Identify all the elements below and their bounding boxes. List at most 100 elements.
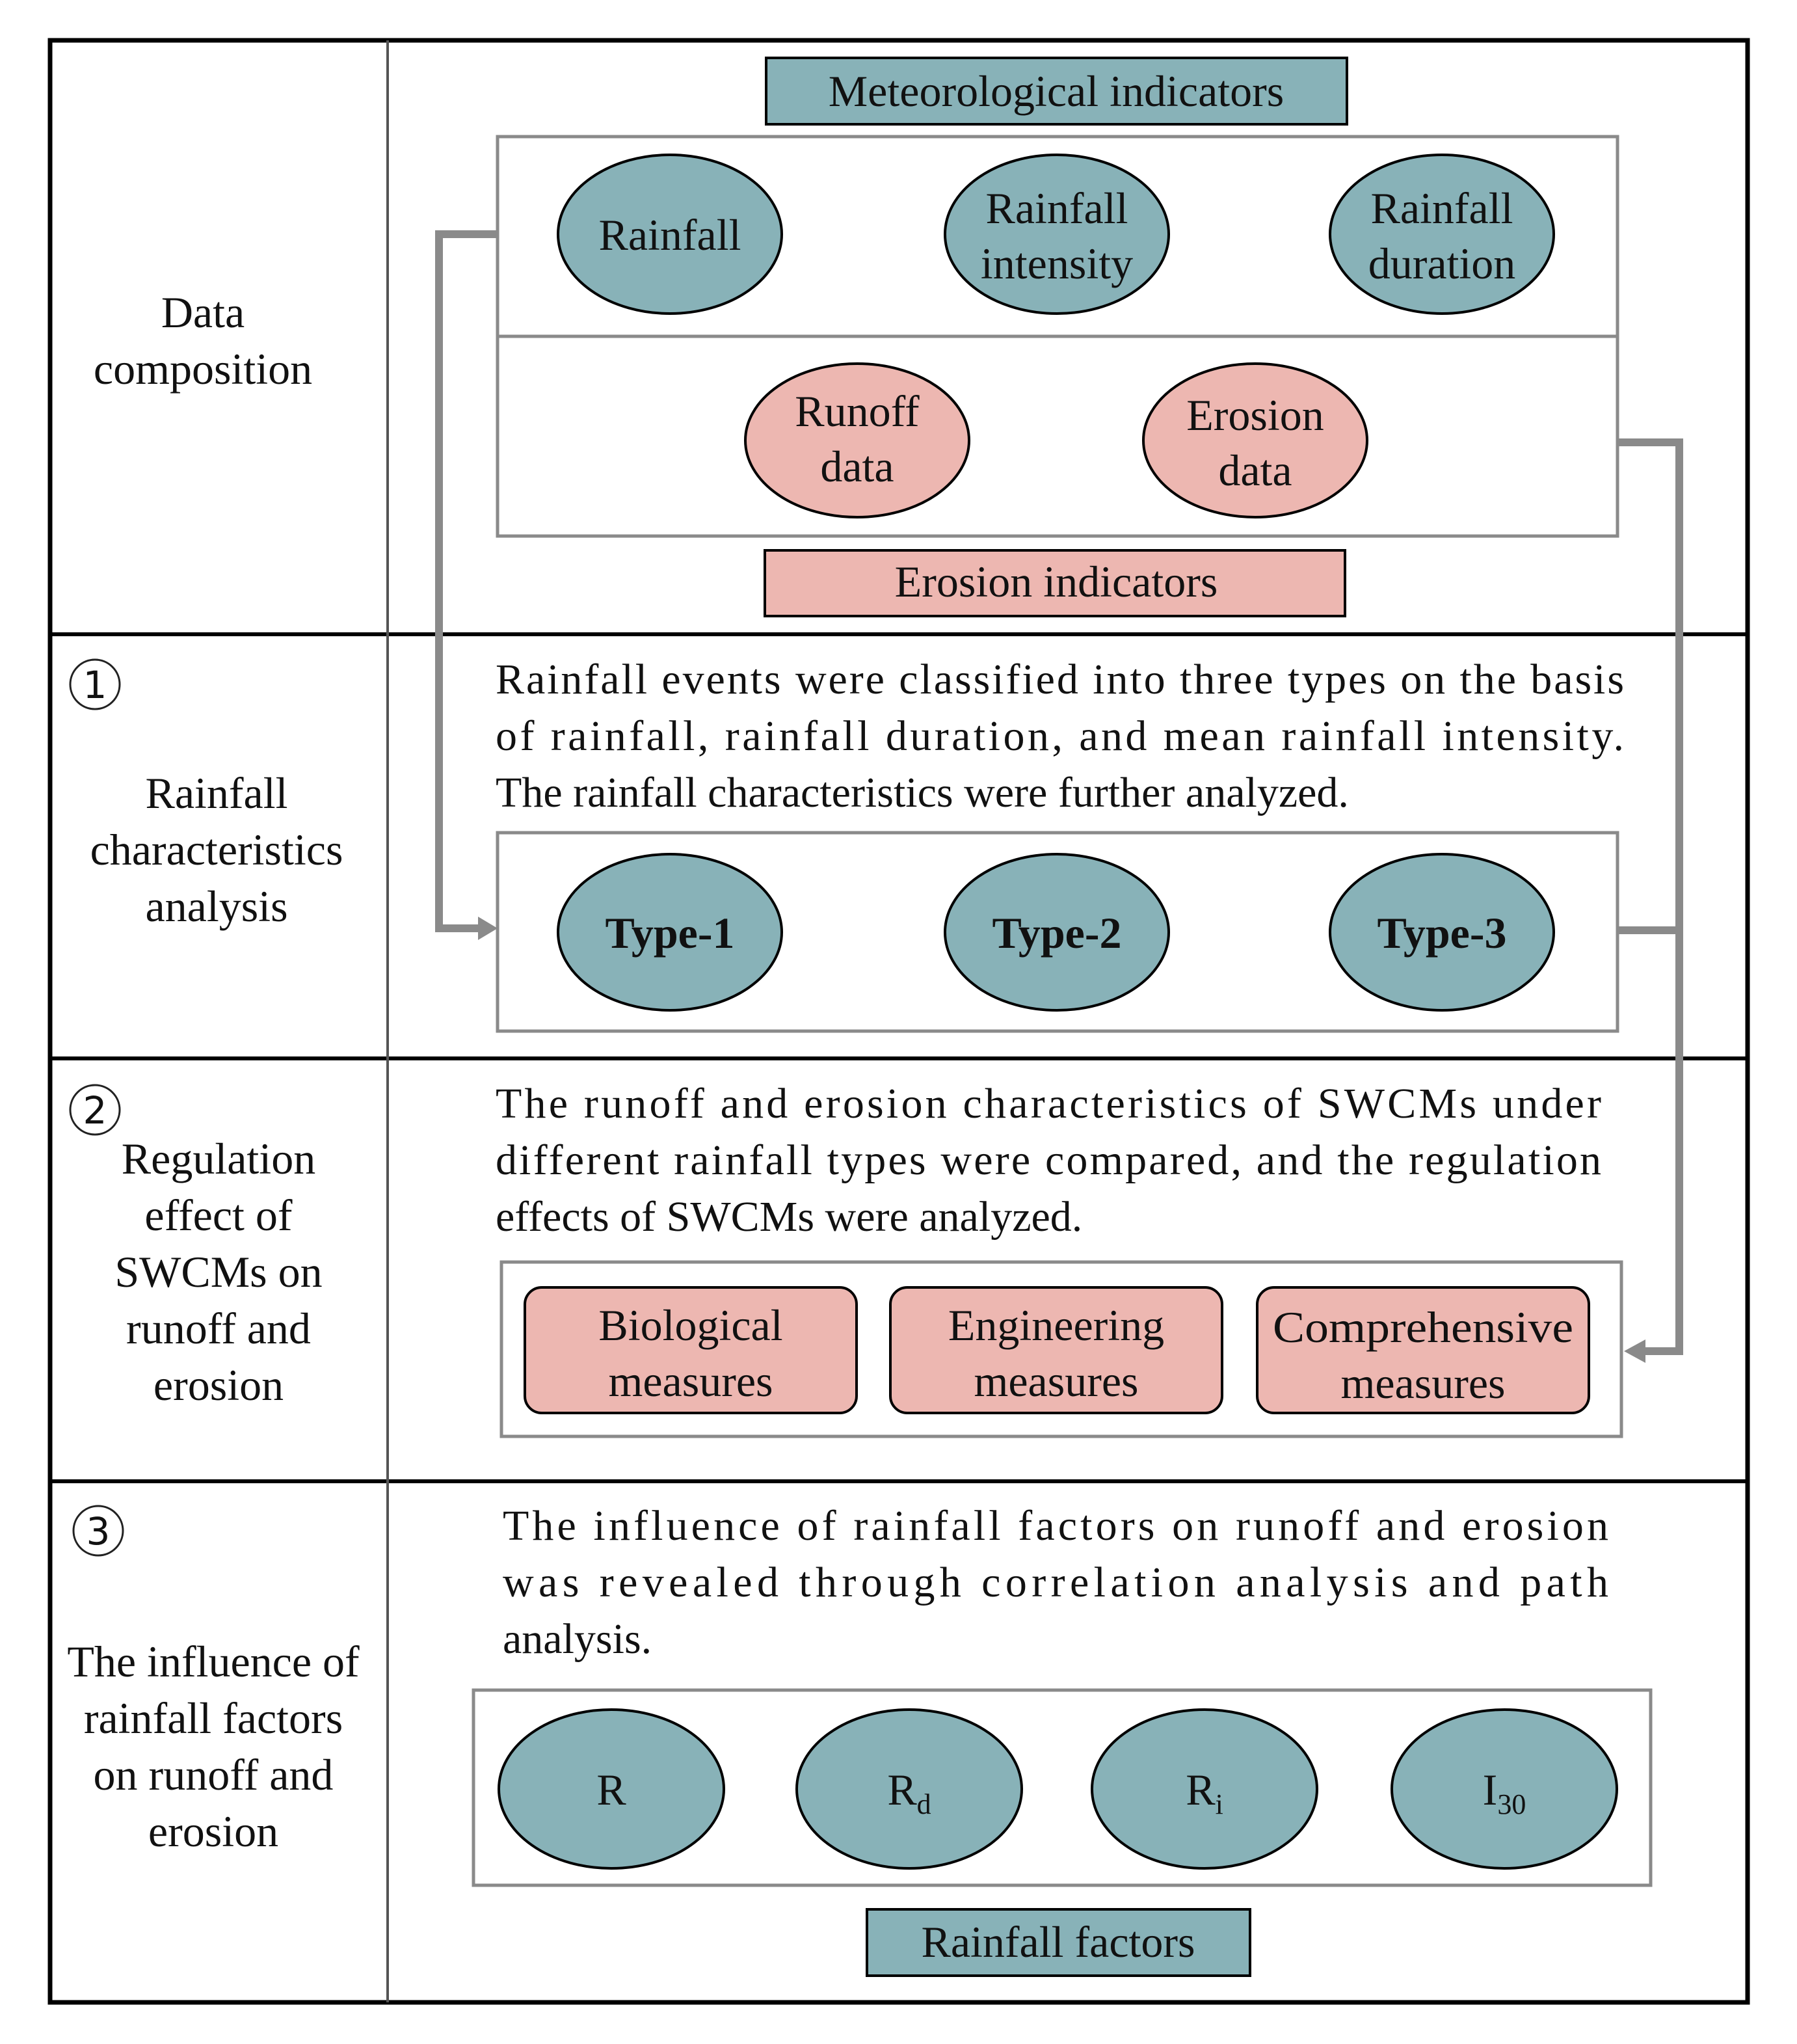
row-label-line: erosion — [153, 1360, 284, 1410]
type-1-node: Type-1 — [557, 853, 783, 1012]
factor-subscript: d — [917, 1788, 931, 1820]
row-label-line: effect of — [144, 1190, 292, 1240]
node-label: Rainfall — [985, 183, 1128, 233]
step-number: 1 — [83, 663, 107, 707]
node-label: Rainfall — [598, 210, 741, 260]
connector-line — [1617, 438, 1683, 1355]
node-label: Comprehensive — [1273, 1302, 1573, 1352]
node-ellipse — [1391, 1708, 1618, 1870]
row-label-line: Rainfall — [145, 768, 287, 818]
type-2-node: Type-2 — [944, 853, 1170, 1012]
row-label-line: on runoff and — [94, 1750, 334, 1799]
node-label: Type-2 — [992, 908, 1122, 958]
arrowhead-left — [1624, 1339, 1645, 1363]
node-ellipse — [1329, 853, 1555, 1012]
type-3-node: Type-3 — [1329, 853, 1555, 1012]
rainfall-intensity-node: Rainfall intensity — [944, 154, 1170, 315]
factor-rd-node: Rd — [795, 1708, 1023, 1870]
factor-r-node: R — [498, 1708, 725, 1870]
rainfall-duration-node: Rainfall duration — [1329, 154, 1555, 315]
paragraph-line: was revealed through correlation analysi… — [503, 1559, 1608, 1606]
runoff-data-node: Runoff data — [744, 362, 970, 518]
node-ellipse — [944, 853, 1170, 1012]
meteorological-indicators-box: Meteorological indicators — [765, 57, 1348, 126]
factor-label: Ri — [1186, 1765, 1223, 1820]
factor-base: R — [1186, 1765, 1216, 1814]
row-label-rainfall-characteristics: 1 Rainfall characteristics analysis — [69, 658, 343, 931]
step-number: 3 — [87, 1509, 111, 1553]
node-label: Type-1 — [606, 908, 735, 958]
node-label: Biological — [598, 1300, 782, 1350]
rainfall-node: Rainfall — [557, 154, 783, 315]
node-ellipse — [557, 154, 783, 315]
factor-label: I30 — [1483, 1765, 1526, 1820]
engineering-measures-node: Engineering measures — [889, 1286, 1223, 1414]
node-ellipse — [1091, 1708, 1318, 1870]
rainfall-factors-box: Rainfall factors — [866, 1908, 1251, 1977]
node-label: measures — [608, 1356, 773, 1406]
paragraph-line: The influence of rainfall factors on run… — [503, 1502, 1608, 1550]
connector-meteorological-to-types — [435, 230, 498, 940]
biological-measures-node: Biological measures — [524, 1286, 858, 1414]
row-label-line: characteristics — [90, 825, 343, 874]
erosion-data-node: Erosion data — [1142, 362, 1368, 518]
paragraph-line: effects of SWCMs were analyzed. — [496, 1193, 1082, 1241]
factors-title-bg — [866, 1908, 1251, 1977]
step-number-badge — [69, 1084, 121, 1136]
factor-subscript: i — [1216, 1788, 1223, 1820]
node-label: intensity — [981, 239, 1133, 288]
row-label-regulation-effect: 2 Regulation effect of SWCMs on runoff a… — [69, 1084, 323, 1410]
influence-text: The influence of rainfall factors on run… — [503, 1502, 1608, 1663]
meteorological-title-bg — [765, 57, 1348, 126]
factors-title: Rainfall factors — [921, 1917, 1195, 1967]
factor-subscript: 30 — [1497, 1788, 1526, 1820]
erosion-indicators-box: Erosion indicators — [764, 549, 1346, 617]
row-label-line: runoff and — [126, 1304, 311, 1353]
paragraph-line: Rainfall events were classified into thr… — [496, 656, 1624, 703]
node-ellipse — [744, 362, 970, 518]
step-number-badge — [69, 658, 121, 710]
factor-ri-node: Ri — [1091, 1708, 1318, 1870]
rainfall-analysis-text: Rainfall events were classified into thr… — [496, 656, 1624, 816]
row-label-line: analysis — [145, 881, 287, 931]
erosion-panel — [496, 334, 1619, 538]
node-label: measures — [974, 1356, 1138, 1406]
row-label-line: composition — [94, 344, 312, 394]
erosion-title: Erosion indicators — [895, 557, 1218, 606]
node-label: measures — [1340, 1358, 1505, 1408]
paragraph-line: The rainfall characteristics were furthe… — [496, 769, 1349, 816]
node-label: Erosion — [1186, 390, 1324, 440]
factor-base: R — [887, 1765, 917, 1814]
row-label-rainfall-influence: 3 The influence of rainfall factors on r… — [67, 1505, 360, 1856]
row-label-line: The influence of — [67, 1637, 360, 1686]
connector-erosion-to-measures — [1617, 438, 1683, 1363]
step-number: 2 — [83, 1088, 107, 1133]
factor-label: Rd — [887, 1765, 931, 1820]
row-label-line: SWCMs on — [114, 1247, 322, 1297]
node-box — [1256, 1286, 1590, 1414]
connector-line — [435, 230, 498, 932]
regulation-text: The runoff and erosion characteristics o… — [496, 1080, 1601, 1241]
meteorological-title: Meteorological indicators — [829, 66, 1285, 116]
node-label: duration — [1368, 239, 1516, 288]
node-label: Runoff — [795, 386, 920, 436]
paragraph-line: analysis. — [503, 1615, 652, 1663]
node-ellipse — [795, 1708, 1023, 1870]
node-ellipse — [498, 1708, 725, 1870]
step-number-badge — [72, 1505, 124, 1557]
row-label-line: Regulation — [122, 1134, 315, 1183]
row-label-line: rainfall factors — [84, 1693, 343, 1743]
node-box — [524, 1286, 858, 1414]
node-box — [889, 1286, 1223, 1414]
row-label-line: erosion — [148, 1807, 278, 1856]
factor-i30-node: I30 — [1391, 1708, 1618, 1870]
paragraph-line: of rainfall, rainfall duration, and mean… — [496, 712, 1624, 760]
factor-label: R — [596, 1765, 626, 1814]
comprehensive-measures-node: Comprehensive measures — [1256, 1286, 1590, 1414]
node-label: data — [820, 442, 894, 491]
arrowhead-right — [478, 917, 498, 940]
table-frame — [47, 38, 1750, 2005]
node-label: Type-3 — [1378, 908, 1507, 958]
